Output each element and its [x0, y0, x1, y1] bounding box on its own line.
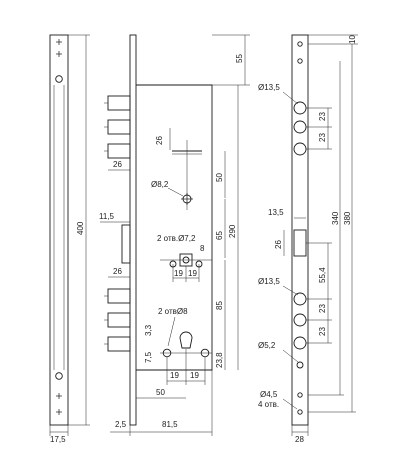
label-hole-5-2: Ø5,2	[258, 341, 276, 350]
label-holes-7-2: 2 отв.Ø7,2	[157, 234, 196, 243]
dim-23-c: 23	[318, 304, 327, 313]
hole-13-5-icon	[293, 292, 307, 306]
dim-23-d: 23	[318, 327, 327, 336]
dim-19-b: 19	[188, 269, 197, 278]
dim-380: 380	[343, 211, 352, 225]
dim-11-5: 11,5	[99, 212, 115, 221]
dim-26-top: 26	[113, 160, 122, 169]
right-faceplate-outline	[291, 34, 309, 426]
latch-slot	[293, 229, 307, 257]
faceplate-hole-icon	[55, 372, 63, 380]
label-holes-count: 4 отв.	[258, 400, 279, 409]
dim-17-5: 17,5	[50, 435, 66, 444]
bolt-group-bottom	[104, 288, 131, 352]
hole-4-5-icon	[297, 58, 303, 64]
label-square-8: 8	[200, 244, 205, 253]
lock-case-outline	[136, 84, 213, 371]
label-hole-13-5-top: Ø13,5	[258, 83, 280, 92]
dim-19-d: 19	[190, 371, 199, 380]
lock-body: 55 26 26 50 Ø8,2 65 290	[99, 34, 250, 436]
dim-55: 55	[235, 54, 244, 63]
dim-2-5: 2,5	[115, 420, 127, 429]
right-faceplate: 10 Ø13,5 23 23 340 380 13,5 26 Ø13,5 55,…	[258, 34, 358, 444]
dim-26-mid: 26	[113, 267, 122, 276]
dim-340: 340	[331, 211, 340, 225]
dim-19-a: 19	[174, 269, 183, 278]
hole-4-5-icon	[297, 409, 303, 415]
screw-cross-icon	[56, 39, 62, 57]
hole-13-5-icon	[293, 101, 307, 115]
label-hole-13-5-bottom: Ø13,5	[258, 277, 280, 286]
dim-23-a: 23	[318, 112, 327, 121]
dim-65: 65	[215, 231, 224, 240]
dim-50-bottom: 50	[156, 388, 165, 397]
dim-23-b: 23	[318, 133, 327, 142]
faceplate-hole-icon	[55, 75, 63, 83]
hole-13-5-icon	[293, 313, 307, 327]
side-latch	[121, 224, 131, 264]
label-hole-8-2: Ø8,2	[151, 180, 169, 189]
hole-13-5-icon	[293, 336, 307, 350]
dim-50: 50	[215, 173, 224, 182]
hole-13-5-icon	[293, 120, 307, 134]
dim-28: 28	[295, 435, 304, 444]
left-faceplate-outline	[49, 34, 69, 426]
hole-13-5-icon	[293, 142, 307, 156]
dim-55-4: 55,4	[318, 267, 327, 283]
hole-4-5-icon	[297, 392, 303, 398]
hole-5-2-icon	[296, 361, 304, 369]
label-hole-4-5: Ø4,5	[260, 390, 278, 399]
dim-26-slot: 26	[274, 240, 283, 249]
bolt-group-top	[104, 95, 131, 159]
dim-85: 85	[215, 301, 224, 310]
dim-13-5-slot: 13,5	[268, 208, 284, 217]
dim-10: 10	[348, 35, 357, 44]
dim-81-5: 81,5	[162, 420, 178, 429]
dim-23-8: 23,8	[215, 352, 224, 368]
keyhole-icon	[179, 331, 193, 349]
dim-290: 290	[228, 224, 237, 238]
lock-faceplate-strip	[129, 34, 137, 426]
dim-3-3: 3,3	[144, 324, 153, 336]
left-faceplate: 400 17,5	[49, 34, 90, 444]
screw-cross-icon	[56, 393, 62, 415]
hole-4-5-icon	[297, 41, 303, 47]
dim-7-5: 7,5	[144, 351, 153, 363]
dim-19-c: 19	[170, 371, 179, 380]
label-holes-8: 2 отвØ8	[158, 307, 188, 316]
dim-400: 400	[76, 221, 85, 235]
dim-26-vertical: 26	[155, 136, 164, 145]
